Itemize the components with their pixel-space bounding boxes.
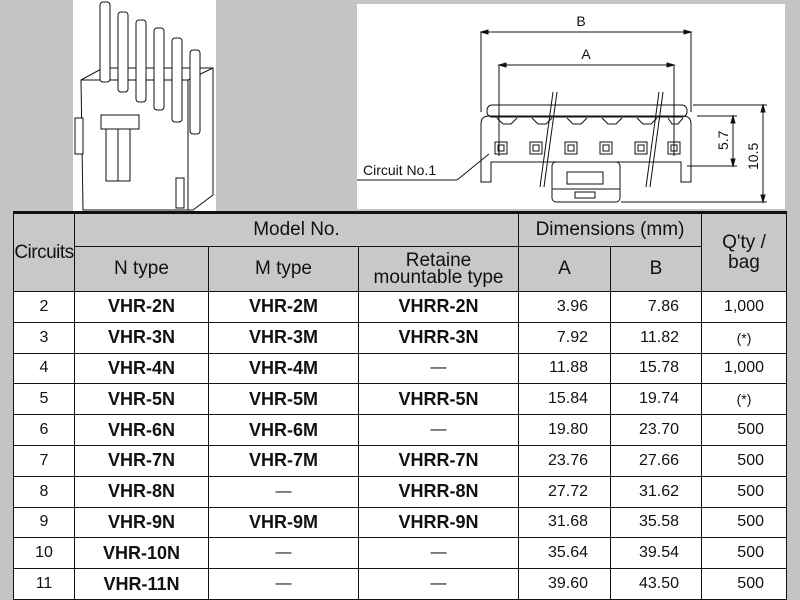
header-model-no: Model No. [74, 211, 519, 247]
n-type-model-cell: VHR-5N [74, 383, 209, 416]
retainer-model-cell: — [358, 568, 519, 600]
m-type-model-cell: VHR-6M [208, 414, 359, 446]
qty-per-bag-cell: 500 [701, 506, 787, 539]
header-circuits: Circuits [13, 211, 75, 292]
dim-a-cell: 11.88 [518, 352, 611, 385]
n-type-model-cell: VHR-10N [74, 537, 209, 570]
dim-b-label: B [576, 13, 585, 29]
header-m-type: M type [208, 246, 359, 292]
m-type-model-cell: VHR-9M [208, 506, 359, 539]
header-n-type: N type [74, 246, 209, 292]
retainer-model-cell: VHRR-7N [358, 444, 519, 477]
dim-a-cell: 19.80 [518, 414, 611, 446]
model-specification-table: Circuits Model No. Dimensions (mm) Q'ty … [13, 211, 787, 600]
dimension-drawing: B A Circuit No.1 5.7 10.5 [357, 4, 785, 209]
qty-per-bag-cell: 1,000 [701, 291, 787, 323]
connector-isometric-illustration [73, 0, 216, 212]
retainer-model-cell: VHRR-8N [358, 475, 519, 508]
m-type-model-cell: VHR-3M [208, 321, 359, 354]
m-type-model-cell: VHR-5M [208, 383, 359, 416]
n-type-model-cell: VHR-2N [74, 291, 209, 323]
header-dim-a: A [518, 246, 611, 292]
dim-a-cell: 23.76 [518, 444, 611, 477]
dim-b-cell: 11.82 [610, 321, 702, 354]
dim-b-cell: 7.86 [610, 291, 702, 323]
header-dimensions: Dimensions (mm) [518, 211, 702, 247]
n-type-model-cell: VHR-4N [74, 352, 209, 385]
m-type-model-cell: VHR-7M [208, 444, 359, 477]
m-type-model-cell: — [208, 537, 359, 570]
circuit-count-cell: 6 [13, 414, 75, 446]
qty-per-bag-cell: (*) [701, 383, 787, 416]
header-dim-b: B [610, 246, 702, 292]
qty-per-bag-cell: (*) [701, 321, 787, 354]
dim-a-cell: 39.60 [518, 568, 611, 600]
circuit-no1-callout: Circuit No.1 [363, 162, 436, 178]
circuit-count-cell: 11 [13, 568, 75, 600]
retainer-model-cell: — [358, 414, 519, 446]
circuit-count-cell: 10 [13, 537, 75, 570]
circuit-count-cell: 8 [13, 475, 75, 508]
n-type-model-cell: VHR-8N [74, 475, 209, 508]
dim-a-cell: 3.96 [518, 291, 611, 323]
qty-per-bag-cell: 500 [701, 537, 787, 570]
qty-per-bag-cell: 500 [701, 568, 787, 600]
dim-b-cell: 43.50 [610, 568, 702, 600]
header-retainer-mountable-type: Retaine mountable type [358, 246, 519, 292]
circuit-count-cell: 7 [13, 444, 75, 477]
m-type-model-cell: VHR-4M [208, 352, 359, 385]
m-type-model-cell: VHR-2M [208, 291, 359, 323]
dim-a-cell: 31.68 [518, 506, 611, 539]
circuit-count-cell: 9 [13, 506, 75, 539]
dim-a-cell: 15.84 [518, 383, 611, 416]
retainer-model-cell: — [358, 537, 519, 570]
height-outer-label: 10.5 [745, 143, 761, 170]
retainer-model-cell: VHRR-5N [358, 383, 519, 416]
dim-b-cell: 39.54 [610, 537, 702, 570]
dim-a-cell: 35.64 [518, 537, 611, 570]
n-type-model-cell: VHR-3N [74, 321, 209, 354]
dim-b-cell: 31.62 [610, 475, 702, 508]
n-type-model-cell: VHR-11N [74, 568, 209, 600]
qty-per-bag-cell: 1,000 [701, 352, 787, 385]
circuit-count-cell: 3 [13, 321, 75, 354]
dim-b-cell: 35.58 [610, 506, 702, 539]
retainer-model-cell: VHRR-9N [358, 506, 519, 539]
qty-per-bag-cell: 500 [701, 444, 787, 477]
retainer-model-cell: — [358, 352, 519, 385]
dim-a-label: A [581, 46, 591, 62]
dim-b-cell: 27.66 [610, 444, 702, 477]
m-type-model-cell: — [208, 475, 359, 508]
circuit-count-cell: 2 [13, 291, 75, 323]
dim-b-cell: 19.74 [610, 383, 702, 416]
circuit-count-cell: 5 [13, 383, 75, 416]
n-type-model-cell: VHR-7N [74, 444, 209, 477]
qty-per-bag-cell: 500 [701, 475, 787, 508]
retainer-model-cell: VHRR-3N [358, 321, 519, 354]
header-qty-per-bag: Q'ty / bag [701, 211, 787, 292]
dim-b-cell: 15.78 [610, 352, 702, 385]
n-type-model-cell: VHR-9N [74, 506, 209, 539]
dim-a-cell: 7.92 [518, 321, 611, 354]
height-inner-label: 5.7 [715, 130, 731, 150]
n-type-model-cell: VHR-6N [74, 414, 209, 446]
dim-a-cell: 27.72 [518, 475, 611, 508]
m-type-model-cell: — [208, 568, 359, 600]
retainer-model-cell: VHRR-2N [358, 291, 519, 323]
qty-per-bag-cell: 500 [701, 414, 787, 446]
dim-b-cell: 23.70 [610, 414, 702, 446]
circuit-count-cell: 4 [13, 352, 75, 385]
